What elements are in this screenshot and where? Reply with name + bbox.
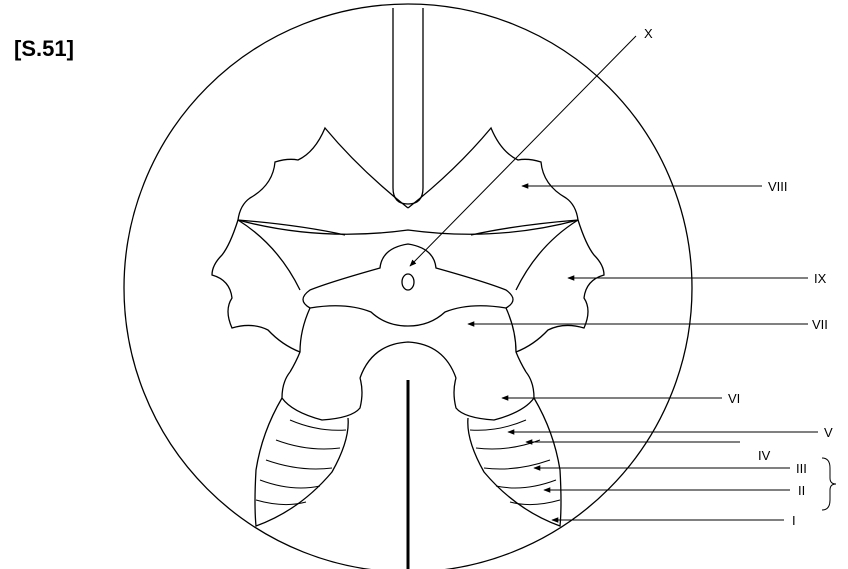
label-viii: VIII	[768, 179, 788, 194]
label-v: V	[824, 425, 833, 440]
right-dorsal-horn	[468, 398, 561, 526]
label-vi: VI	[728, 391, 740, 406]
lamina-x-region	[303, 244, 513, 326]
brace	[822, 458, 836, 510]
left-dorsal-horn	[255, 398, 348, 526]
left-lamina-vii	[290, 308, 310, 372]
dorsal-gray-arch	[360, 342, 456, 378]
label-iv: IV	[758, 448, 771, 463]
label-i: I	[792, 513, 796, 528]
left-lamina-ix	[212, 220, 300, 352]
anterior-median-fissure	[393, 8, 423, 204]
label-vii: VII	[812, 317, 828, 332]
left-ventral-horn	[238, 128, 408, 235]
right-lamina-vi	[454, 372, 534, 420]
label-ix: IX	[814, 271, 827, 286]
right-lamina-ix	[516, 220, 604, 352]
left-lamina-vi	[282, 372, 362, 420]
label-x: X	[644, 26, 653, 41]
label-iii: III	[796, 461, 807, 476]
right-lamina-vii	[506, 308, 526, 372]
central-canal	[402, 274, 414, 290]
label-ii: II	[798, 483, 805, 498]
lamina-viii-boundary	[238, 220, 578, 234]
